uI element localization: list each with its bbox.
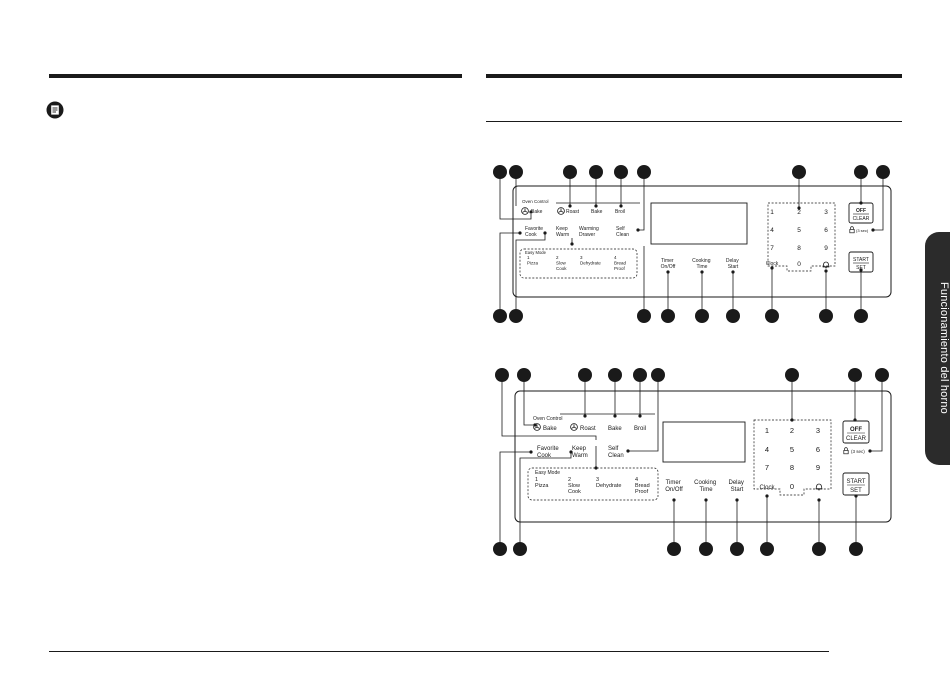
lock-hold-label: (3 sec) — [856, 228, 869, 233]
chapter-tab[interactable] — [925, 232, 950, 465]
key-2[interactable]: 2 — [790, 426, 794, 435]
fan-icon — [570, 423, 578, 431]
self-clean-button[interactable]: Self Clean — [608, 446, 624, 459]
key-6[interactable]: 6 — [824, 227, 828, 234]
bake-conv-button[interactable]: Bake — [543, 426, 557, 432]
easy-mode-bread-proof[interactable]: 4 Bread Proof — [635, 477, 651, 495]
lock-hold-label: (3 sec) — [851, 449, 865, 454]
clear-label: CLEAR — [853, 216, 870, 222]
left-header-rule — [49, 74, 462, 78]
clock-button[interactable]: Clock — [759, 485, 775, 491]
right-header-rule — [486, 74, 902, 78]
off-label: OFF — [856, 208, 866, 214]
fan-icon — [521, 207, 529, 215]
key-9[interactable]: 9 — [824, 245, 828, 252]
easy-mode-pizza[interactable]: 1 Pizza — [527, 255, 539, 266]
key-5[interactable]: 5 — [790, 445, 794, 454]
fan-icon — [533, 423, 541, 431]
delay-start-button[interactable]: Delay Start — [726, 258, 740, 270]
start-set-button[interactable] — [848, 251, 874, 273]
easy-mode-pizza[interactable]: 1 Pizza — [535, 477, 549, 489]
easy-mode-bread-proof[interactable]: 4 Bread Proof — [614, 255, 627, 271]
start-set-button[interactable] — [842, 472, 870, 496]
cooking-time-button[interactable]: Cooking Time — [694, 480, 718, 493]
roast-conv-button[interactable]: Roast — [580, 426, 596, 432]
cooking-time-button[interactable]: Cooking Time — [692, 258, 712, 270]
keep-warm-button[interactable]: Keep Warm — [556, 226, 569, 238]
key-4[interactable]: 4 — [765, 445, 769, 454]
set-label: SET — [850, 488, 862, 494]
key-7[interactable]: 7 — [765, 463, 769, 472]
key-5[interactable]: 5 — [797, 227, 801, 234]
self-clean-button[interactable]: Self Clean — [616, 226, 629, 238]
key-8[interactable]: 8 — [790, 463, 794, 472]
lock-icon — [849, 226, 855, 234]
oven-control-label: Oven Control — [533, 416, 562, 422]
easy-mode-dehydrate[interactable]: 3 Dehydrate — [596, 477, 621, 489]
easy-mode-label: Easy Mode — [525, 250, 547, 255]
key-0[interactable]: 0 — [797, 261, 801, 268]
broil-button[interactable]: Broil — [634, 426, 646, 432]
easy-mode-label: Easy Mode — [535, 470, 560, 476]
key-7[interactable]: 7 — [770, 245, 774, 252]
key-1[interactable]: 1 — [765, 426, 769, 435]
key-3[interactable]: 3 — [816, 426, 820, 435]
key-2[interactable]: 2 — [797, 209, 801, 216]
clock-button[interactable]: Clock — [766, 261, 779, 267]
start-label: START — [846, 479, 865, 485]
fan-icon — [557, 207, 565, 215]
panel-b: Oven Control Bake Roast Bake Broil Favor… — [493, 368, 892, 556]
start-label: START — [853, 257, 869, 263]
delay-start-button[interactable]: Delay Start — [728, 480, 745, 493]
timer-button[interactable]: Timer On/Off — [661, 258, 676, 270]
timer-button[interactable]: Timer On/Off — [665, 480, 683, 493]
key-6[interactable]: 6 — [816, 445, 820, 454]
key-1[interactable]: 1 — [770, 209, 774, 216]
right-subheader-rule — [486, 121, 902, 122]
favorite-cook-button[interactable]: Favorite Cook — [525, 226, 544, 238]
key-9[interactable]: 9 — [816, 463, 820, 472]
footer-rule — [49, 651, 829, 652]
bake-button[interactable]: Bake — [591, 209, 603, 215]
roast-conv-button[interactable]: Roast — [566, 209, 580, 215]
off-clear-button[interactable] — [848, 202, 874, 224]
key-3[interactable]: 3 — [824, 209, 828, 216]
key-4[interactable]: 4 — [770, 227, 774, 234]
favorite-cook-button[interactable]: Favorite Cook — [537, 446, 560, 459]
panel-a: Oven Control Bake Roast Bake Broil Favor… — [493, 165, 892, 323]
lock-icon — [843, 447, 849, 455]
warming-drawer-button[interactable]: Warming Drawer — [579, 226, 600, 238]
note-icon — [46, 101, 64, 119]
easy-mode-slow-cook[interactable]: 2 Slow Cook — [556, 255, 567, 271]
easy-mode-slow-cook[interactable]: 2 Slow Cook — [568, 477, 581, 495]
clear-label: CLEAR — [846, 436, 867, 442]
oven-control-label: Oven Control — [522, 199, 549, 204]
keep-warm-button[interactable]: Keep Warm — [572, 446, 588, 459]
bell-icon[interactable] — [815, 483, 823, 491]
off-label: OFF — [850, 427, 862, 433]
easy-mode-dehydrate[interactable]: 3 Dehydrate — [580, 255, 601, 266]
bake-conv-button[interactable]: Bake — [531, 209, 543, 215]
key-8[interactable]: 8 — [797, 245, 801, 252]
key-0[interactable]: 0 — [790, 482, 794, 491]
bake-button[interactable]: Bake — [608, 426, 622, 432]
off-clear-button[interactable] — [842, 420, 870, 444]
broil-button[interactable]: Broil — [615, 209, 625, 215]
bell-icon[interactable] — [822, 261, 830, 269]
set-label: SET — [856, 265, 866, 271]
